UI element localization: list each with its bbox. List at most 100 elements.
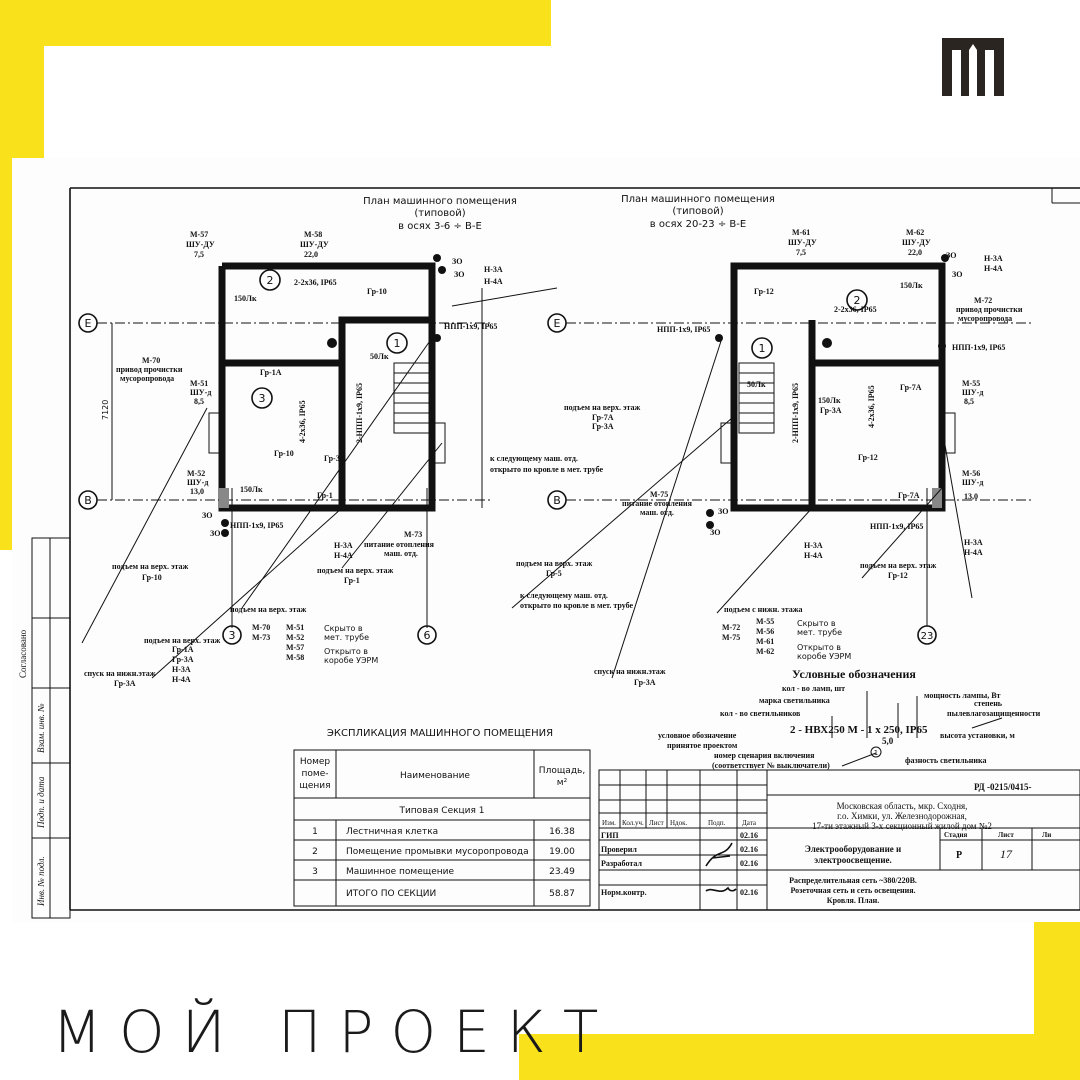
svg-text:маш. отд.: маш. отд. <box>640 508 674 517</box>
svg-text:НПП-1х9, IP65: НПП-1х9, IP65 <box>952 343 1005 352</box>
axis-23: 23 <box>921 631 934 642</box>
brand-tagline: МОЙ ПРОЕКТ <box>52 998 616 1066</box>
signature-1 <box>705 842 733 867</box>
svg-text:150Лк: 150Лк <box>240 485 263 494</box>
svg-text:Электрооборудование и: Электрооборудование и <box>805 844 901 854</box>
svg-text:ШУ-ДУ: ШУ-ДУ <box>788 238 817 247</box>
axis-e-right: Е <box>554 317 561 330</box>
svg-text:Н-3А: Н-3А <box>484 265 503 274</box>
svg-text:02.16: 02.16 <box>740 888 758 897</box>
svg-text:Н-4А: Н-4А <box>484 277 503 286</box>
svg-text:Гр-3А: Гр-3А <box>114 679 136 688</box>
sidebar-inv-replace: Взам. инв. № <box>36 703 46 753</box>
svg-text:НПП-1х9, IP65: НПП-1х9, IP65 <box>230 521 283 530</box>
lbl-npp-left: НПП-1х9, IP65 <box>444 322 497 331</box>
svg-text:Н-3А: Н-3А <box>334 541 353 550</box>
svg-text:Гр-10: Гр-10 <box>274 449 294 458</box>
svg-text:М-55: М-55 <box>756 617 774 626</box>
svg-text:М-75: М-75 <box>650 490 668 499</box>
drawing-mask-left <box>0 550 12 920</box>
svg-text:м²: м² <box>557 778 568 788</box>
svg-text:17-ти этажный 3-х секционный ж: 17-ти этажный 3-х секционный жилой дом №… <box>812 821 992 831</box>
svg-text:Н-4А: Н-4А <box>334 551 353 560</box>
svg-text:22,0: 22,0 <box>304 250 318 259</box>
svg-text:Открыто в: Открыто в <box>324 647 368 656</box>
svg-text:Гр-7А: Гр-7А <box>900 383 922 392</box>
svg-text:НПП-1х9, IP65: НПП-1х9, IP65 <box>657 325 710 334</box>
svg-text:ШУ-д: ШУ-д <box>187 478 208 487</box>
svg-text:ШУ-д: ШУ-д <box>962 388 983 397</box>
svg-text:Лестничная клетка: Лестничная клетка <box>346 827 438 837</box>
svg-text:Скрыто в: Скрыто в <box>324 624 363 633</box>
sidebar-sign-date: Подп. и дата <box>36 776 46 829</box>
svg-text:Стадия: Стадия <box>944 831 968 839</box>
svg-text:М-52: М-52 <box>187 469 205 478</box>
svg-text:Гр-10: Гр-10 <box>367 287 387 296</box>
svg-text:подъем на верх. этаж: подъем на верх. этаж <box>144 636 221 645</box>
svg-text:150Лк: 150Лк <box>818 396 841 405</box>
svg-text:Ли: Ли <box>1042 831 1051 839</box>
svg-text:150Лк: 150Лк <box>234 294 257 303</box>
lbl-m57: М-57 <box>190 230 208 239</box>
svg-text:Норм.контр.: Норм.контр. <box>601 888 647 897</box>
svg-text:Гр-3А: Гр-3А <box>172 655 194 664</box>
svg-text:мусоропровода: мусоропровода <box>120 374 174 383</box>
svg-text:5,0: 5,0 <box>882 736 894 746</box>
svg-text:Гр-10: Гр-10 <box>142 573 162 582</box>
sidebar-agreed: Согласовано <box>18 629 28 678</box>
svg-text:электроосвещение.: электроосвещение. <box>814 855 892 865</box>
svg-text:Гр-1А: Гр-1А <box>260 368 282 377</box>
svg-text:8,5: 8,5 <box>964 397 974 406</box>
svg-text:ЗО: ЗО <box>202 511 212 520</box>
doc-code: РД -0215/0415- <box>974 782 1031 792</box>
table-row: 1 Лестничная клетка 16.38 <box>312 827 575 837</box>
svg-text:высота установки, м: высота установки, м <box>940 731 1015 740</box>
svg-text:Лист: Лист <box>998 831 1014 839</box>
svg-text:2-НПП-1х9, IP65: 2-НПП-1х9, IP65 <box>791 383 800 443</box>
plan-left-title: План машинного помещения <box>363 196 517 207</box>
svg-text:2: 2 <box>312 847 318 857</box>
svg-text:ШУ-ДУ: ШУ-ДУ <box>902 238 931 247</box>
svg-text:ШУ-д: ШУ-д <box>962 478 983 487</box>
svg-text:(соответствует № выключатели): (соответствует № выключатели) <box>712 761 830 770</box>
svg-text:поме-: поме- <box>302 769 329 779</box>
svg-text:открыто по кровле в мет. трубе: открыто по кровле в мет. трубе <box>490 465 603 474</box>
svg-text:коробе УЭРМ: коробе УЭРМ <box>324 656 378 665</box>
plan-right-subtitle: (типовой) <box>672 206 723 217</box>
svg-text:Кровля. План.: Кровля. План. <box>827 896 879 905</box>
svg-text:ЗО: ЗО <box>952 270 962 279</box>
svg-text:питание отопления: питание отопления <box>622 499 693 508</box>
svg-text:к следующему маш. отд.: к следующему маш. отд. <box>520 591 608 600</box>
svg-text:привод прочистки: привод прочистки <box>116 365 183 374</box>
svg-text:ШУ-ДУ: ШУ-ДУ <box>300 240 329 249</box>
accent-bar-bottom-right <box>519 1034 1080 1080</box>
table-row: 3 Машинное помещение 23.49 <box>312 867 575 877</box>
axis-b-left: В <box>84 494 92 507</box>
svg-text:Розеточная сеть и сеть освещен: Розеточная сеть и сеть освещения. <box>790 886 915 895</box>
svg-text:Гр-1А: Гр-1А <box>172 645 194 654</box>
svg-text:Н-3А: Н-3А <box>172 665 191 674</box>
svg-text:ЗО: ЗО <box>210 529 220 538</box>
svg-text:М-73: М-73 <box>252 633 270 642</box>
svg-text:Машинное помещение: Машинное помещение <box>346 867 455 877</box>
svg-text:кол - во светильников: кол - во светильников <box>720 709 801 718</box>
svg-text:Гр-1: Гр-1 <box>317 491 333 500</box>
svg-text:Проверил: Проверил <box>601 845 637 854</box>
plan-left-axes: в осях 3-6 ÷ В-Е <box>398 221 482 232</box>
svg-text:степень: степень <box>974 699 1003 708</box>
svg-text:мет. трубе: мет. трубе <box>324 633 369 642</box>
svg-text:М-73: М-73 <box>404 530 422 539</box>
svg-text:щения: щения <box>299 781 330 791</box>
table-row: 2 Помещение промывки мусоропровода 19.00 <box>312 847 575 857</box>
svg-text:Гр-3А: Гр-3А <box>634 678 656 687</box>
axis-b-right: В <box>553 494 561 507</box>
svg-text:23.49: 23.49 <box>549 867 575 877</box>
svg-text:4-2х36, IP65: 4-2х36, IP65 <box>867 385 876 428</box>
svg-text:М-58: М-58 <box>286 653 304 662</box>
svg-text:М-61: М-61 <box>756 637 774 646</box>
svg-text:спуск на нижн.этаж: спуск на нижн.этаж <box>84 669 156 678</box>
plan-right-axes: в осях 20-23 ÷ В-Е <box>650 219 746 230</box>
svg-text:маш. отд.: маш. отд. <box>384 549 418 558</box>
svg-text:2-НПП-1х9, IP65: 2-НПП-1х9, IP65 <box>355 383 364 443</box>
svg-text:марка светильника: марка светильника <box>759 696 830 705</box>
